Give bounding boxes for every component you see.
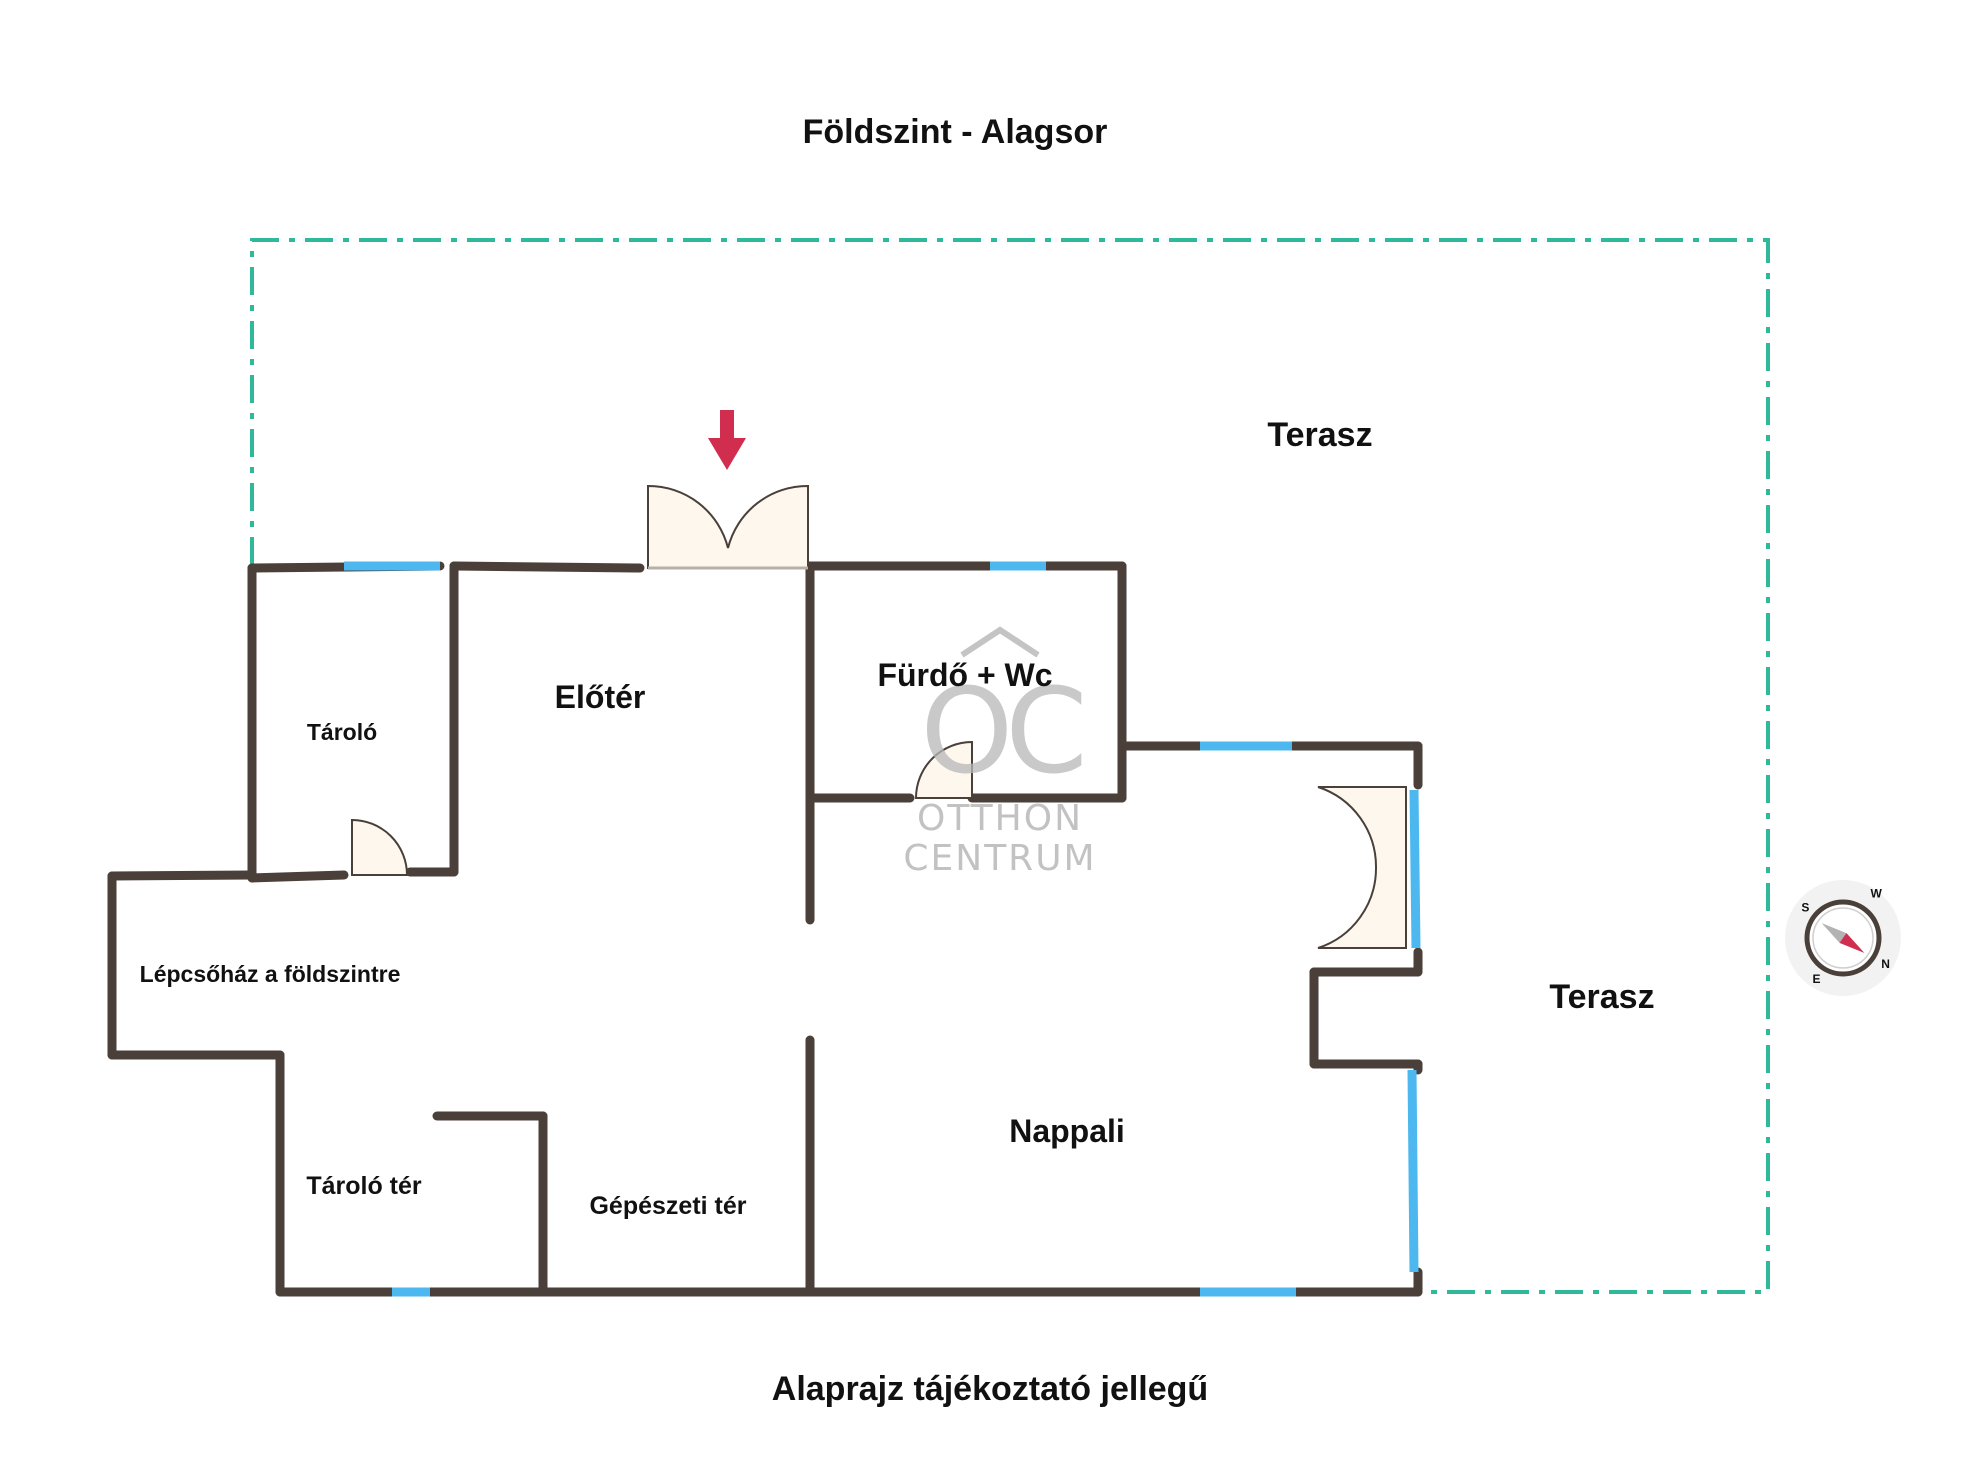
room-label-storage: Tároló xyxy=(307,719,377,745)
watermark-line1: OTTHON xyxy=(917,798,1083,839)
entrance-door xyxy=(647,484,809,570)
compass-letter-n: N xyxy=(1881,957,1890,971)
watermark-line2: CENTRUM xyxy=(903,838,1096,879)
compass-letter-s: S xyxy=(1801,901,1809,915)
room-label-living: Nappali xyxy=(1009,1113,1125,1149)
footer-note: Alaprajz tájékoztató jellegű xyxy=(772,1370,1208,1408)
bathroom-door xyxy=(914,740,973,799)
watermark-mark: OC xyxy=(920,662,1081,800)
storage-door xyxy=(351,818,409,876)
room-label-storage-area: Tároló tér xyxy=(306,1172,422,1200)
window-living-right-upper xyxy=(1409,789,1421,949)
entrance-arrow xyxy=(708,410,746,470)
compass-icon: N E S W xyxy=(1785,880,1901,996)
room-label-hall: Előtér xyxy=(555,679,646,715)
terrace-door xyxy=(1317,786,1407,949)
window-living-right-lower xyxy=(1407,1069,1419,1273)
terrace-boundary xyxy=(250,238,1770,1294)
windows xyxy=(344,561,1421,1297)
room-label-mechanical: Gépészeti tér xyxy=(589,1192,746,1220)
room-label-bathroom: Fürdő + Wc xyxy=(877,657,1052,693)
page-title: Földszint - Alagsor xyxy=(803,113,1108,151)
room-label-terrace-top: Terasz xyxy=(1267,416,1372,454)
compass-letter-w: W xyxy=(1870,887,1882,901)
room-label-staircase: Lépcsőház a földszintre xyxy=(140,961,401,987)
watermark-logo: OC OTTHON CENTRUM xyxy=(903,626,1096,879)
room-label-terrace-right: Terasz xyxy=(1549,978,1654,1016)
compass-letter-e: E xyxy=(1812,972,1820,986)
